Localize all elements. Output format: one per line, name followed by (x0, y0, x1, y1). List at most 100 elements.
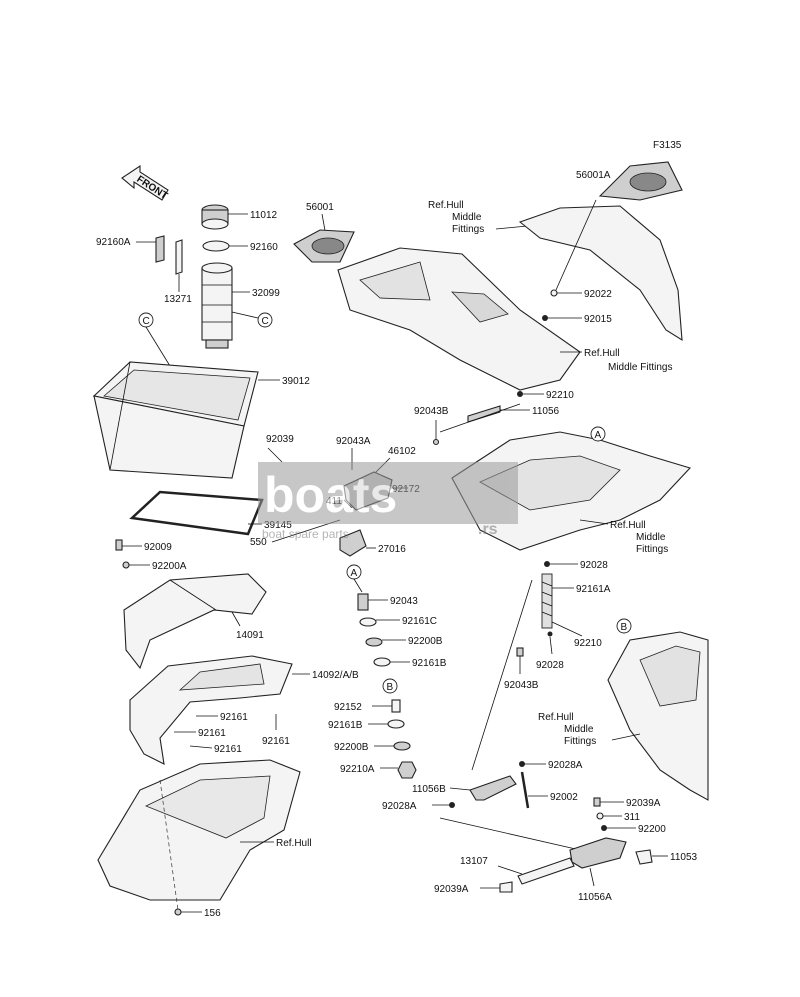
latch-11056B (469, 775, 517, 801)
label-92161C: 92161C (402, 616, 437, 627)
collar-92161C (359, 617, 377, 627)
rod-13107 (517, 857, 575, 885)
label-ref-hull-mid-3c: Fittings (636, 544, 668, 555)
label-46102: 46102 (388, 446, 416, 457)
svg-text:B: B (387, 682, 394, 693)
label-ref-hull-mid-2a: Ref.Hull (584, 348, 620, 359)
label-92200B: 92200B (408, 636, 443, 647)
label-ref-hull-mid-2b: Middle Fittings (608, 362, 672, 373)
label-156: 156 (204, 908, 221, 919)
label-11056: 11056 (532, 406, 560, 417)
circle-ref-b-1: B (382, 678, 398, 694)
watermark-brand: boats (264, 467, 397, 523)
nut-92210A (397, 761, 417, 779)
label-92028A-2: 92028A (382, 801, 417, 812)
label-14092: 14092/A/B (312, 670, 359, 681)
lens-56001 (293, 229, 355, 263)
label-56001: 56001 (306, 202, 334, 213)
label-92161A: 92161A (576, 584, 611, 595)
label-311: 311 (624, 812, 640, 823)
label-56001A: 56001A (576, 170, 611, 181)
right-fitting-panel (518, 205, 683, 342)
label-92039A: 92039A (626, 798, 661, 809)
label-92028-a: 92028 (580, 560, 608, 571)
lens-56001A (598, 161, 683, 201)
bolt-92002 (520, 771, 530, 809)
tube-32099 (201, 262, 233, 349)
label-92210-a: 92210 (546, 390, 574, 401)
watermark-suffix: .rs (478, 521, 498, 538)
circle-ref-a-1: A (590, 426, 606, 442)
label-ref-hull-mid-1a: Ref.Hull (428, 200, 464, 211)
label-ref-hull-mid-1c: Fittings (452, 224, 484, 235)
svg-text:A: A (351, 568, 358, 579)
latch-11056A (569, 837, 627, 869)
label-550: 550 (250, 537, 267, 548)
label-92028-b: 92028 (536, 660, 564, 671)
label-ref-hull-mid-4c: Fittings (564, 736, 596, 747)
cap-11012 (201, 204, 229, 230)
label-39145: 39145 (264, 520, 292, 531)
plate-92160A (155, 235, 165, 263)
label-92160A: 92160A (96, 237, 131, 248)
front-arrow-icon: FRONT (121, 164, 169, 202)
label-92015: 92015 (584, 314, 612, 325)
washer-92200B (365, 637, 383, 647)
gasket-39145 (129, 490, 264, 536)
label-92022: 92022 (584, 289, 612, 300)
oring-92160 (202, 240, 230, 252)
label-92028A: 92028A (548, 760, 583, 771)
label-14091: 14091 (236, 630, 264, 641)
label-92043B-2: 92043B (504, 680, 539, 691)
label-11056B: 11056B (412, 784, 446, 795)
label-ref-hull-mid-4b: Middle (564, 724, 594, 735)
circle-ref-a-2: A (346, 564, 362, 580)
collar-92161B-2 (387, 719, 405, 729)
label-92043B: 92043B (414, 406, 449, 417)
washer-92200A (122, 561, 130, 569)
label-92152: 92152 (334, 702, 362, 713)
knob-11053 (635, 849, 653, 865)
label-92210-b: 92210 (574, 638, 602, 649)
label-92161-b: 92161 (198, 728, 226, 739)
label-11056A: 11056A (578, 892, 612, 903)
svg-text:B: B (621, 622, 628, 633)
middle-fitting-panel (337, 247, 581, 391)
label-92002: 92002 (550, 792, 578, 803)
circle-ref-b-2: B (616, 618, 632, 634)
circle-ref-c-1: C (257, 312, 273, 328)
pin-92039A (499, 881, 513, 893)
label-92009: 92009 (144, 542, 172, 553)
label-92161-c: 92161 (214, 744, 242, 755)
label-ref-hull-mid-3a: Ref.Hull (610, 520, 646, 531)
label-ref-hull-mid-4a: Ref.Hull (538, 712, 574, 723)
label-13271: 13271 (164, 294, 192, 305)
storage-bin-39012 (92, 361, 259, 479)
rail-11056 (439, 403, 521, 433)
label-92210A: 92210A (340, 764, 375, 775)
label-ref-hull-mid-1b: Middle (452, 212, 482, 223)
svg-text:C: C (262, 316, 269, 327)
circle-ref-c-2: C (138, 312, 154, 328)
label-11053: 11053 (670, 852, 698, 863)
figure-code: F3135 (653, 140, 682, 151)
bolt-92009 (115, 539, 123, 551)
label-92039: 92039 (266, 434, 294, 445)
bracket-27016 (339, 529, 367, 557)
label-92200A: 92200A (152, 561, 187, 572)
spring-92161A (541, 573, 553, 629)
svg-text:C: C (143, 316, 150, 327)
label-32099: 32099 (252, 288, 280, 299)
watermark-tagline: boat spare parts (262, 527, 349, 541)
label-ref-hull-mid-3b: Middle (636, 532, 666, 543)
bracket-13271 (175, 239, 183, 275)
label-92161B: 92161B (412, 658, 447, 669)
cover-14091 (123, 573, 267, 670)
svg-text:A: A (595, 430, 602, 441)
watermark: boats .rs boat spare parts (258, 462, 518, 541)
label-92161-a: 92161 (220, 712, 248, 723)
label-92161-d: 92161 (262, 736, 290, 747)
label-92043: 92043 (390, 596, 418, 607)
label-39012: 39012 (282, 376, 310, 387)
